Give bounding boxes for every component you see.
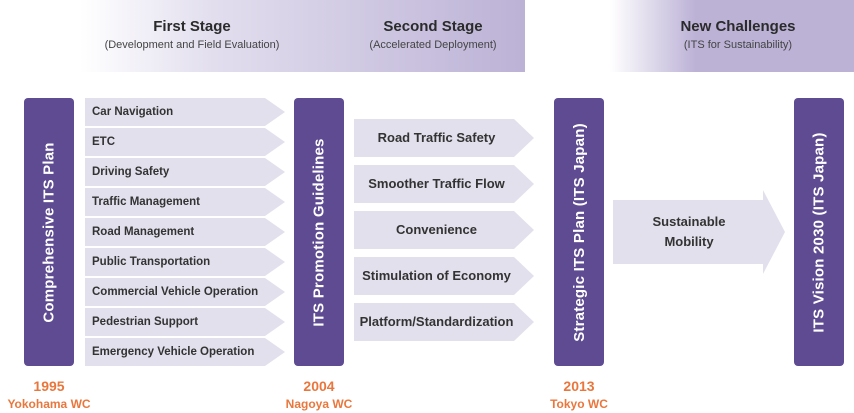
item-label: Commercial Vehicle Operation (92, 286, 259, 298)
pillar-comprehensive-its-plan: Comprehensive ITS Plan (24, 98, 74, 366)
second-stage-title: Second Stage (383, 18, 483, 35)
first-stage-item: Road Management (85, 218, 285, 246)
pillar-its-vision-2030: ITS Vision 2030 (ITS Japan) (794, 98, 844, 366)
item-label: Smoother Traffic Flow (368, 176, 505, 191)
second-stage-subtitle: (Accelerated Deployment) (369, 39, 497, 51)
first-stage-item: Pedestrian Support (85, 308, 285, 336)
second-stage-item: Stimulation of Economy (354, 257, 534, 295)
first-stage-subtitle: (Development and Field Evaluation) (104, 39, 280, 51)
first-stage-item: Emergency Vehicle Operation (85, 338, 285, 366)
milestone-place: Tokyo WC (550, 397, 608, 411)
second-stage-item: Road Traffic Safety (354, 119, 534, 157)
item-label: Road Traffic Safety (377, 130, 496, 145)
item-label: ETC (92, 136, 115, 148)
item-label: Road Management (92, 226, 195, 238)
first-stage-item: Car Navigation (85, 98, 285, 126)
first-stage-item: ETC (85, 128, 285, 156)
item-label: Platform/Standardization (359, 314, 514, 329)
item-label: Convenience (396, 222, 477, 237)
item-label: Driving Safety (92, 166, 170, 178)
pillar-label: ITS Vision 2030 (ITS Japan) (810, 131, 828, 333)
item-label: Car Navigation (92, 106, 174, 118)
second-stage-item: Platform/Standardization (354, 303, 534, 341)
item-label: Pedestrian Support (92, 316, 199, 328)
milestone-year: 2004 (303, 378, 335, 394)
milestone-place: Yokohama WC (7, 397, 91, 411)
first-stage-item: Commercial Vehicle Operation (85, 278, 285, 306)
pillar-label: ITS Promotion Guidelines (310, 137, 328, 327)
milestone-year: 1995 (33, 378, 65, 394)
item-label: Public Transportation (92, 256, 211, 268)
pillar-label: Comprehensive ITS Plan (40, 141, 58, 323)
pillar-its-promotion-guidelines: ITS Promotion Guidelines (294, 98, 344, 366)
first-stage-item: Public Transportation (85, 248, 285, 276)
new-challenges-subtitle: (ITS for Sustainability) (683, 39, 793, 51)
second-stage-item: Convenience (354, 211, 534, 249)
second-stage-item: Smoother Traffic Flow (354, 165, 534, 203)
milestone-year: 2013 (563, 378, 595, 394)
first-stage-title: First Stage (153, 18, 231, 35)
new-challenge-item: Sustainable Mobility (613, 190, 785, 274)
stage-band-first-second (80, 0, 525, 72)
item-label: Sustainable Mobility (652, 214, 726, 249)
pillar-label: Strategic ITS Plan (ITS Japan) (570, 122, 588, 342)
item-label: Stimulation of Economy (362, 268, 511, 283)
milestone-place: Nagoya WC (285, 397, 353, 411)
first-stage-item: Traffic Management (85, 188, 285, 216)
stage-band-new-challenges (610, 0, 854, 72)
first-stage-item: Driving Safety (85, 158, 285, 186)
pillar-strategic-its-plan: Strategic ITS Plan (ITS Japan) (554, 98, 604, 366)
item-label: Emergency Vehicle Operation (92, 346, 255, 358)
item-label: Traffic Management (92, 196, 200, 208)
new-challenges-title: New Challenges (680, 18, 796, 35)
